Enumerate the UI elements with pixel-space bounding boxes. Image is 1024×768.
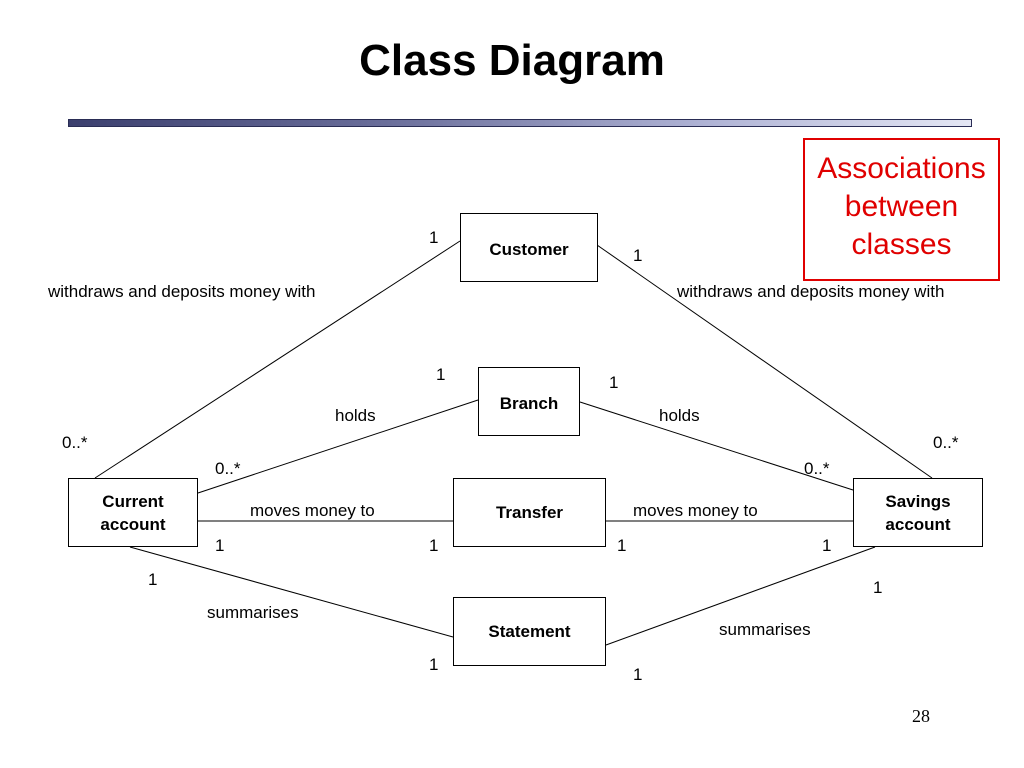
mult-current-branch: 0..* — [215, 459, 241, 478]
line-current-customer — [94, 240, 461, 479]
class-savings-account-line-1: Savings — [885, 491, 951, 511]
assoc-label-withdraws-left: withdraws and deposits money with — [48, 282, 316, 301]
page-number: 28 — [912, 706, 930, 726]
line-current-statement — [129, 546, 454, 638]
mult-customer-right: 1 — [633, 246, 643, 265]
mult-statement-right: 1 — [633, 665, 643, 684]
class-branch-label: Branch — [499, 394, 559, 413]
class-statement: Statement — [453, 597, 606, 666]
class-customer-label: Customer — [489, 240, 569, 259]
mult-savings-transfer: 1 — [822, 536, 832, 555]
class-savings-account-line-2: account — [885, 514, 951, 534]
class-statement-label: Statement — [488, 622, 571, 641]
class-branch: Branch — [478, 367, 580, 436]
mult-current-transfer: 1 — [215, 536, 225, 555]
mult-branch-left: 1 — [436, 365, 446, 384]
mult-branch-right: 1 — [609, 373, 619, 392]
mult-transfer-left: 1 — [429, 536, 439, 555]
assoc-label-holds-right: holds — [659, 406, 700, 425]
line-customer-savings — [596, 244, 933, 479]
mult-current-customer: 0..* — [62, 433, 88, 452]
class-current-account-line-2: account — [100, 514, 166, 534]
assoc-label-holds-left: holds — [335, 406, 376, 425]
mult-savings-customer: 0..* — [933, 433, 959, 452]
mult-statement-left: 1 — [429, 655, 439, 674]
line-statement-savings — [605, 546, 876, 646]
callout-line-1: Associations — [817, 152, 986, 185]
line-branch-savings — [579, 401, 854, 491]
mult-customer-left: 1 — [429, 228, 439, 247]
class-transfer-label: Transfer — [495, 503, 564, 522]
callout-line-2: between — [844, 190, 959, 223]
assoc-label-moves-left: moves money to — [250, 501, 375, 520]
mult-current-statement: 1 — [148, 570, 158, 589]
class-savings-account: Savings account — [853, 478, 983, 547]
callout-line-3: classes — [851, 228, 952, 261]
line-current-branch — [197, 399, 479, 494]
mult-savings-branch: 0..* — [804, 459, 830, 478]
assoc-label-withdraws-right: withdraws and deposits money with — [677, 282, 945, 301]
class-current-account-line-1: Current — [102, 491, 164, 511]
associations-callout: Associations between classes — [803, 138, 1000, 281]
mult-savings-statement: 1 — [873, 578, 883, 597]
assoc-label-summarises-right: summarises — [719, 620, 811, 639]
assoc-label-summarises-left: summarises — [207, 603, 299, 622]
slide-title: Class Diagram — [359, 36, 665, 85]
assoc-label-moves-right: moves money to — [633, 501, 758, 520]
mult-transfer-right: 1 — [617, 536, 627, 555]
class-customer: Customer — [460, 213, 598, 282]
class-transfer: Transfer — [453, 478, 606, 547]
class-current-account: Current account — [68, 478, 198, 547]
title-underline-bar — [68, 119, 972, 127]
